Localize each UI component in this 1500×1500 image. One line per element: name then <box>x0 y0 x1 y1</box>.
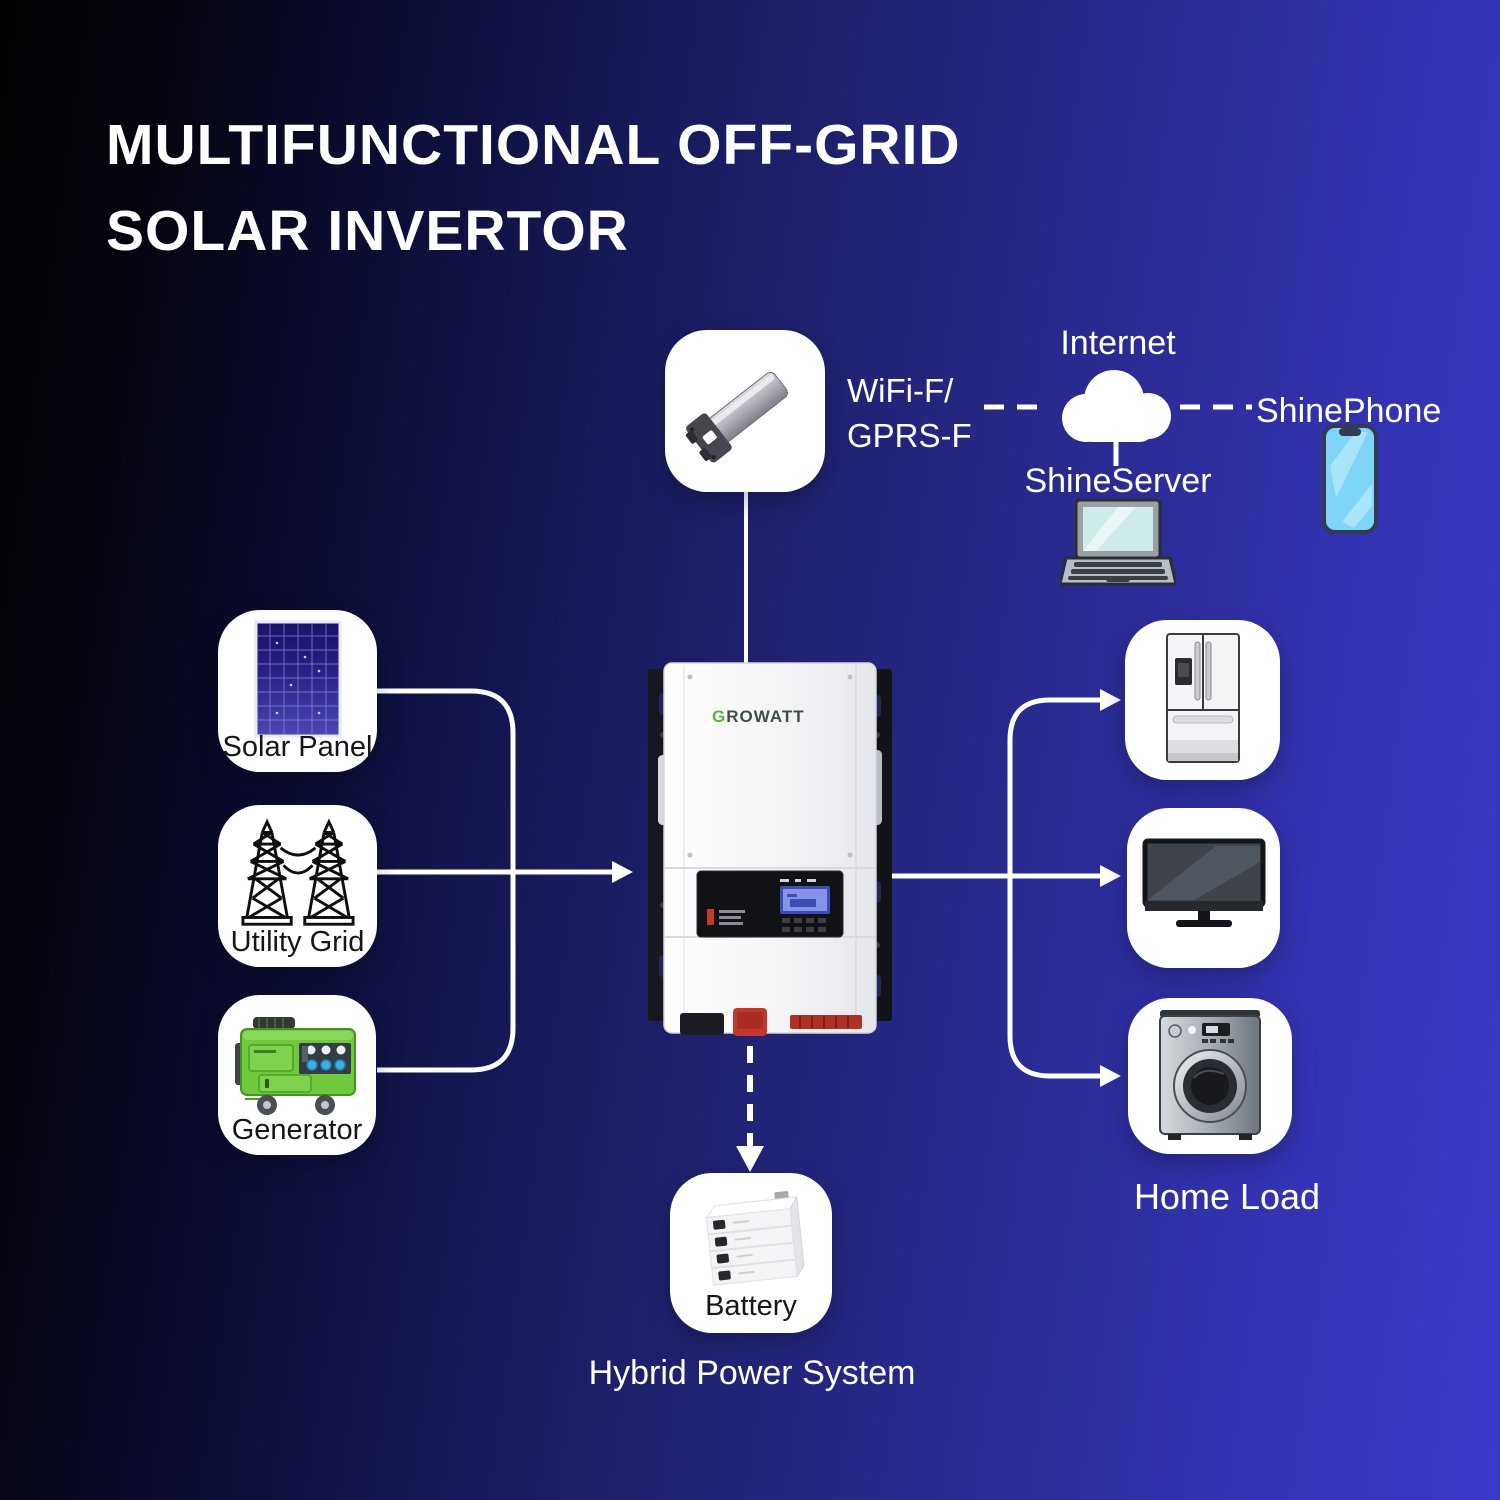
fridge-node <box>1125 620 1280 780</box>
wifi-module-label: WiFi-F/ GPRS-F <box>847 368 972 458</box>
arrowhead-into-tv <box>1100 865 1121 887</box>
wifi-label-line-2: GPRS-F <box>847 417 972 454</box>
wifi-label-line-1: WiFi-F/ <box>847 372 954 409</box>
page-title: MULTIFUNCTIONAL OFF-GRID SOLAR INVERTOR <box>106 102 961 274</box>
television-icon <box>1142 838 1265 927</box>
growatt-logo: GROWATT <box>712 707 805 726</box>
tv-node <box>1127 808 1280 968</box>
home-load-label: Home Load <box>1133 1176 1321 1217</box>
transmission-towers-icon <box>240 818 355 926</box>
battery-stack-icon <box>705 1191 805 1286</box>
arrowhead-into-battery <box>736 1146 764 1172</box>
hybrid-power-system-label: Hybrid Power System <box>588 1354 916 1392</box>
solar-panel-label: Solar Panel <box>222 731 373 763</box>
generator-icon <box>235 1017 356 1115</box>
utility-grid-label: Utility Grid <box>230 926 365 958</box>
cloud-icon <box>1062 370 1171 442</box>
smartphone-icon <box>1322 424 1378 534</box>
battery-label: Battery <box>705 1290 797 1322</box>
refrigerator-icon <box>1165 633 1240 763</box>
generator-node: Generator <box>218 995 376 1155</box>
arrowhead-into-inverter <box>612 861 633 883</box>
utility-grid-node: Utility Grid <box>218 805 377 967</box>
washing-machine-icon <box>1159 1010 1261 1140</box>
line-sources-bracket <box>377 688 516 1073</box>
wifi-dongle-icon <box>685 371 788 463</box>
shineserver-label: ShineServer <box>1024 462 1212 500</box>
title-line-1: MULTIFUNCTIONAL OFF-GRID <box>106 113 961 177</box>
line-loads-bracket <box>1007 697 1100 1079</box>
growatt-inverter-image: GROWATT <box>648 662 892 1036</box>
internet-label: Internet <box>1060 324 1176 362</box>
title-line-2: SOLAR INVERTOR <box>106 199 629 263</box>
arrowhead-into-washer <box>1100 1065 1121 1087</box>
washing-machine-node <box>1128 998 1292 1154</box>
wifi-module-node <box>665 330 825 492</box>
arrowhead-into-fridge <box>1100 689 1121 711</box>
laptop-icon <box>1060 498 1176 586</box>
generator-label: Generator <box>231 1114 363 1146</box>
solar-panel-icon <box>254 620 341 738</box>
solar-panel-node: Solar Panel <box>218 610 377 772</box>
shinephone-label: ShinePhone <box>1256 392 1442 430</box>
battery-node: Battery <box>670 1173 832 1333</box>
